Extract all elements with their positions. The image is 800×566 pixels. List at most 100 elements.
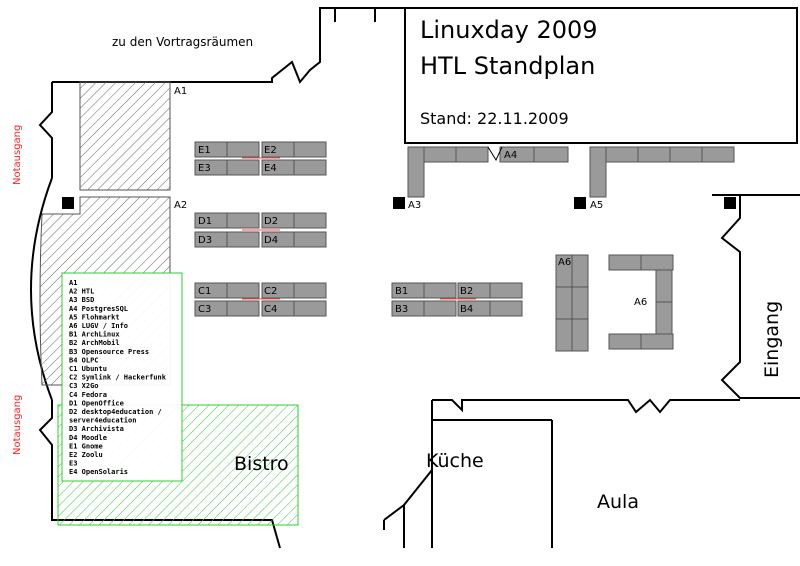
booth-tables-left: [194, 141, 523, 317]
table: [423, 282, 457, 299]
area-a6-small-label: A6: [558, 257, 571, 268]
table: [423, 300, 457, 317]
area-a5-tables: [589, 146, 735, 198]
legend-item: A4 PostgresSQL: [69, 305, 128, 313]
table: [293, 159, 327, 176]
eingang-label: Eingang: [761, 301, 783, 378]
table: [701, 146, 735, 163]
table: [655, 269, 673, 303]
table: [423, 146, 457, 163]
wall-top-left: [52, 7, 405, 84]
area-a1: [79, 81, 171, 191]
table: [226, 300, 260, 317]
table: [226, 141, 260, 158]
table: [293, 300, 327, 317]
walls: [30, 7, 800, 549]
title-line2: HTL Standplan: [420, 52, 595, 80]
booth-labels: E1 E2 E3 E4 D1 D2 D3 D4 C1 C2 C3 C4 B1 B…: [198, 145, 473, 315]
area-a4-label: A4: [504, 150, 517, 161]
legend-item: B3 Opensource Press: [69, 348, 149, 356]
booth-d3: D3: [198, 235, 212, 246]
booth-b1: B1: [395, 286, 408, 297]
booth-ties: [242, 157, 476, 300]
title-line1: Linuxday 2009: [420, 16, 598, 44]
area-a4-tables: [407, 146, 569, 198]
aula-label: Aula: [597, 491, 639, 513]
legend-item: C2 Symlink / Hackerfunk: [69, 374, 167, 382]
legend-item: D1 OpenOffice: [69, 399, 124, 407]
booth-e4: E4: [264, 163, 277, 174]
area-a6-big-label: A6: [634, 297, 647, 308]
table: [455, 146, 489, 163]
table: [489, 282, 523, 299]
wall-bottom-door: [383, 504, 405, 521]
stand-date: Stand: 22.11.2009: [420, 109, 569, 128]
legend-item: A2 HTL: [69, 288, 94, 296]
table: [637, 146, 671, 163]
area-a2-label: A2: [174, 200, 187, 211]
legend-item: D3 Archivista: [69, 425, 124, 433]
table: [669, 146, 703, 163]
area-a5-label: A5: [590, 200, 603, 211]
booth-d2: D2: [264, 216, 278, 227]
pillar-left: [62, 197, 74, 209]
pillar-a5: [574, 197, 586, 209]
legend-item: C4 Fedora: [69, 391, 107, 399]
table: [293, 141, 327, 158]
table: [608, 333, 642, 350]
legend-item: E2 Zoolu: [69, 451, 103, 459]
booth-c4: C4: [264, 304, 277, 315]
table: [555, 286, 573, 320]
booth-e1: E1: [198, 145, 211, 156]
booth-c3: C3: [198, 304, 211, 315]
legend-item: B1 ArchLinux: [69, 331, 120, 339]
vortrag-label: zu den Vortragsräumen: [112, 35, 253, 49]
table: [589, 146, 607, 198]
booth-d4: D4: [264, 235, 278, 246]
table: [226, 282, 260, 299]
legend-item: E3: [69, 460, 77, 468]
table: [489, 300, 523, 317]
wall-aula-top: [432, 398, 740, 414]
table: [226, 212, 260, 229]
legend-item: A1: [69, 279, 77, 287]
kueche-label: Küche: [426, 450, 484, 472]
notausgang-bottom: Notausgang: [12, 395, 23, 455]
title-box: Linuxday 2009 HTL Standplan Stand: 22.11…: [404, 7, 798, 144]
table: [555, 318, 573, 352]
wall-left-top: [38, 82, 53, 178]
booth-b2: B2: [460, 286, 473, 297]
table: [571, 254, 589, 288]
table: [293, 231, 327, 248]
area-a6-small-tables: [555, 254, 589, 352]
booth-b3: B3: [395, 304, 408, 315]
pillar-a3: [393, 197, 405, 209]
area-a1-label: A1: [174, 86, 187, 97]
notausgang-top: Notausgang: [12, 125, 23, 185]
bistro-label: Bistro: [234, 453, 289, 475]
legend-item: B2 ArchMobil: [69, 339, 120, 347]
table: [605, 146, 639, 163]
a4-door: [487, 146, 503, 162]
booth-e2: E2: [264, 145, 277, 156]
table: [293, 212, 327, 229]
legend-item: A5 Flohmarkt: [69, 313, 120, 321]
area-a3-label: A3: [408, 200, 421, 211]
booth-e3: E3: [198, 163, 211, 174]
booth-c1: C1: [198, 286, 211, 297]
table: [226, 231, 260, 248]
legend-item: B4 OLPC: [69, 356, 99, 364]
table: [640, 254, 674, 271]
legend-item: E1 Gnome: [69, 442, 103, 450]
table: [655, 301, 673, 335]
wall-right-entrance: [720, 195, 800, 399]
table: [571, 286, 589, 320]
legend-item: server4education: [69, 417, 136, 425]
legend-item: A6 LUGV / Info: [69, 322, 128, 330]
booth-d1: D1: [198, 216, 212, 227]
area-a6-big-tables: [608, 254, 674, 350]
booth-b4: B4: [460, 304, 473, 315]
